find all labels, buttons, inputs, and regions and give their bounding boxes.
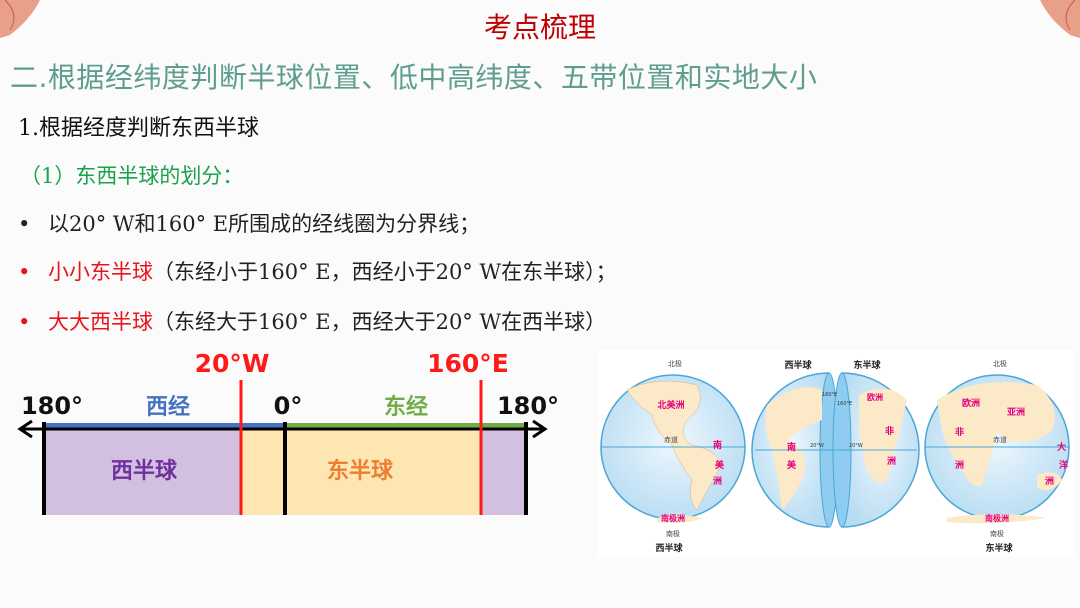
continent-label: 北美洲: [657, 399, 684, 411]
continent-label: 洋: [1059, 459, 1068, 471]
corner-decoration-right: [1010, 0, 1080, 40]
north-pole-label: 北极: [993, 359, 1007, 368]
bullet-item: • 小小东半球（东经小于160° E，西经小于20° W在东半球）；: [18, 256, 617, 286]
label-eastern-hemisphere: 东半球: [327, 458, 394, 484]
label-west-longitude: 西经: [146, 394, 190, 420]
western-hemisphere-globe: 北极 赤道 北美洲 南 美 洲 南极洲 南极 西半球: [600, 359, 746, 554]
slide-title: 考点梳理: [483, 11, 596, 44]
continent-label: 南: [787, 441, 796, 453]
corner-decoration-left: [0, 0, 70, 40]
label-160e: 160°E: [822, 392, 837, 398]
continent-label: 洲: [1045, 476, 1054, 487]
label-160e: 160°E: [837, 401, 852, 407]
label-east-longitude: 东经: [384, 394, 428, 420]
bullet-item: • 大大西半球（东经大于160° E，西经大于20° W在西半球）: [18, 306, 606, 336]
bullet-text: 以20° W和160° E所围成的经线圈为分界线；: [48, 212, 481, 236]
continent-label: 美: [715, 459, 725, 471]
continent-label: 南极洲: [661, 513, 685, 523]
east-region: [241, 428, 481, 515]
arrow-right-icon: [532, 419, 548, 439]
split-hemispheres-globe: 西半球 东半球 160°E 160°E 20°W 20°W 南 美 非 洲 欧洲: [751, 359, 920, 528]
bullet-item: • 以20° W和160° E所围成的经线圈为分界线；: [18, 208, 480, 238]
subsection-heading: （1）东西半球的划分：: [20, 164, 244, 188]
label-20w: 20°W: [810, 443, 824, 449]
continent-label: 洲: [713, 476, 722, 487]
split-west-title: 西半球: [784, 359, 812, 371]
split-east-title: 东半球: [853, 359, 881, 371]
equator-label: 赤道: [664, 435, 678, 444]
south-pole-label: 南极: [666, 529, 680, 538]
bullet-marker: •: [18, 212, 31, 236]
section-heading: 二.根据经纬度判断半球位置、低中高纬度、五带位置和实地大小: [10, 61, 818, 94]
continent-label: 美: [787, 459, 797, 471]
subheading: 1.根据经度判断东西半球: [18, 116, 259, 141]
east-longitude-bar: [285, 423, 525, 428]
continent-label: 非: [955, 426, 964, 438]
hemisphere-globes-image: 北极 赤道 北美洲 南 美 洲 南极洲 南极 西半球 西半球 东半球 160°E…: [597, 350, 1075, 557]
label-20w: 20°W: [195, 349, 270, 378]
continent-label: 洲: [887, 456, 896, 467]
label-20w: 20°W: [849, 443, 863, 449]
south-pole-label: 南极: [990, 529, 1004, 538]
continent-label: 南: [713, 439, 722, 451]
bullet-text: （东经小于160° E，西经小于20° W在东半球）；: [153, 260, 617, 284]
caption-western: 西半球: [655, 542, 683, 554]
caption-eastern: 东半球: [985, 542, 1013, 554]
west-longitude-bar: [45, 423, 285, 428]
west-region: [45, 428, 241, 515]
west-region-far: [481, 428, 525, 515]
continent-label: 南极洲: [985, 513, 1009, 523]
continent-label: 欧洲: [962, 397, 980, 409]
hemisphere-division-diagram: 20°W 160°E 180° 西经 0° 东经 180° 西半球 东半球: [17, 349, 559, 515]
bullet-marker: •: [18, 310, 31, 334]
continent-label: 欧洲: [867, 392, 883, 402]
continent-label: 亚洲: [1007, 407, 1025, 418]
continent-label: 大: [1057, 441, 1066, 453]
bullet-highlight: 小小东半球: [48, 260, 153, 284]
bullet-highlight: 大大西半球: [48, 310, 153, 334]
north-pole-label: 北极: [668, 359, 682, 368]
arrow-left-icon: [17, 419, 33, 439]
bullet-text: （东经大于160° E，西经大于20° W在西半球）: [153, 310, 607, 334]
label-180-right: 180°: [497, 392, 559, 420]
label-180-left: 180°: [21, 392, 83, 420]
label-prime: 0°: [274, 392, 303, 420]
label-western-hemisphere: 西半球: [111, 459, 178, 484]
continent-label: 洲: [955, 460, 964, 471]
bullet-marker: •: [18, 260, 31, 284]
continent-label: 非: [885, 425, 894, 437]
label-160e: 160°E: [427, 349, 509, 378]
equator-label: 赤道: [993, 435, 1007, 444]
eastern-hemisphere-globe: 北极 赤道 欧洲 亚洲 非 洲 大 洋 洲 南极洲 南极 东半球: [924, 359, 1070, 554]
